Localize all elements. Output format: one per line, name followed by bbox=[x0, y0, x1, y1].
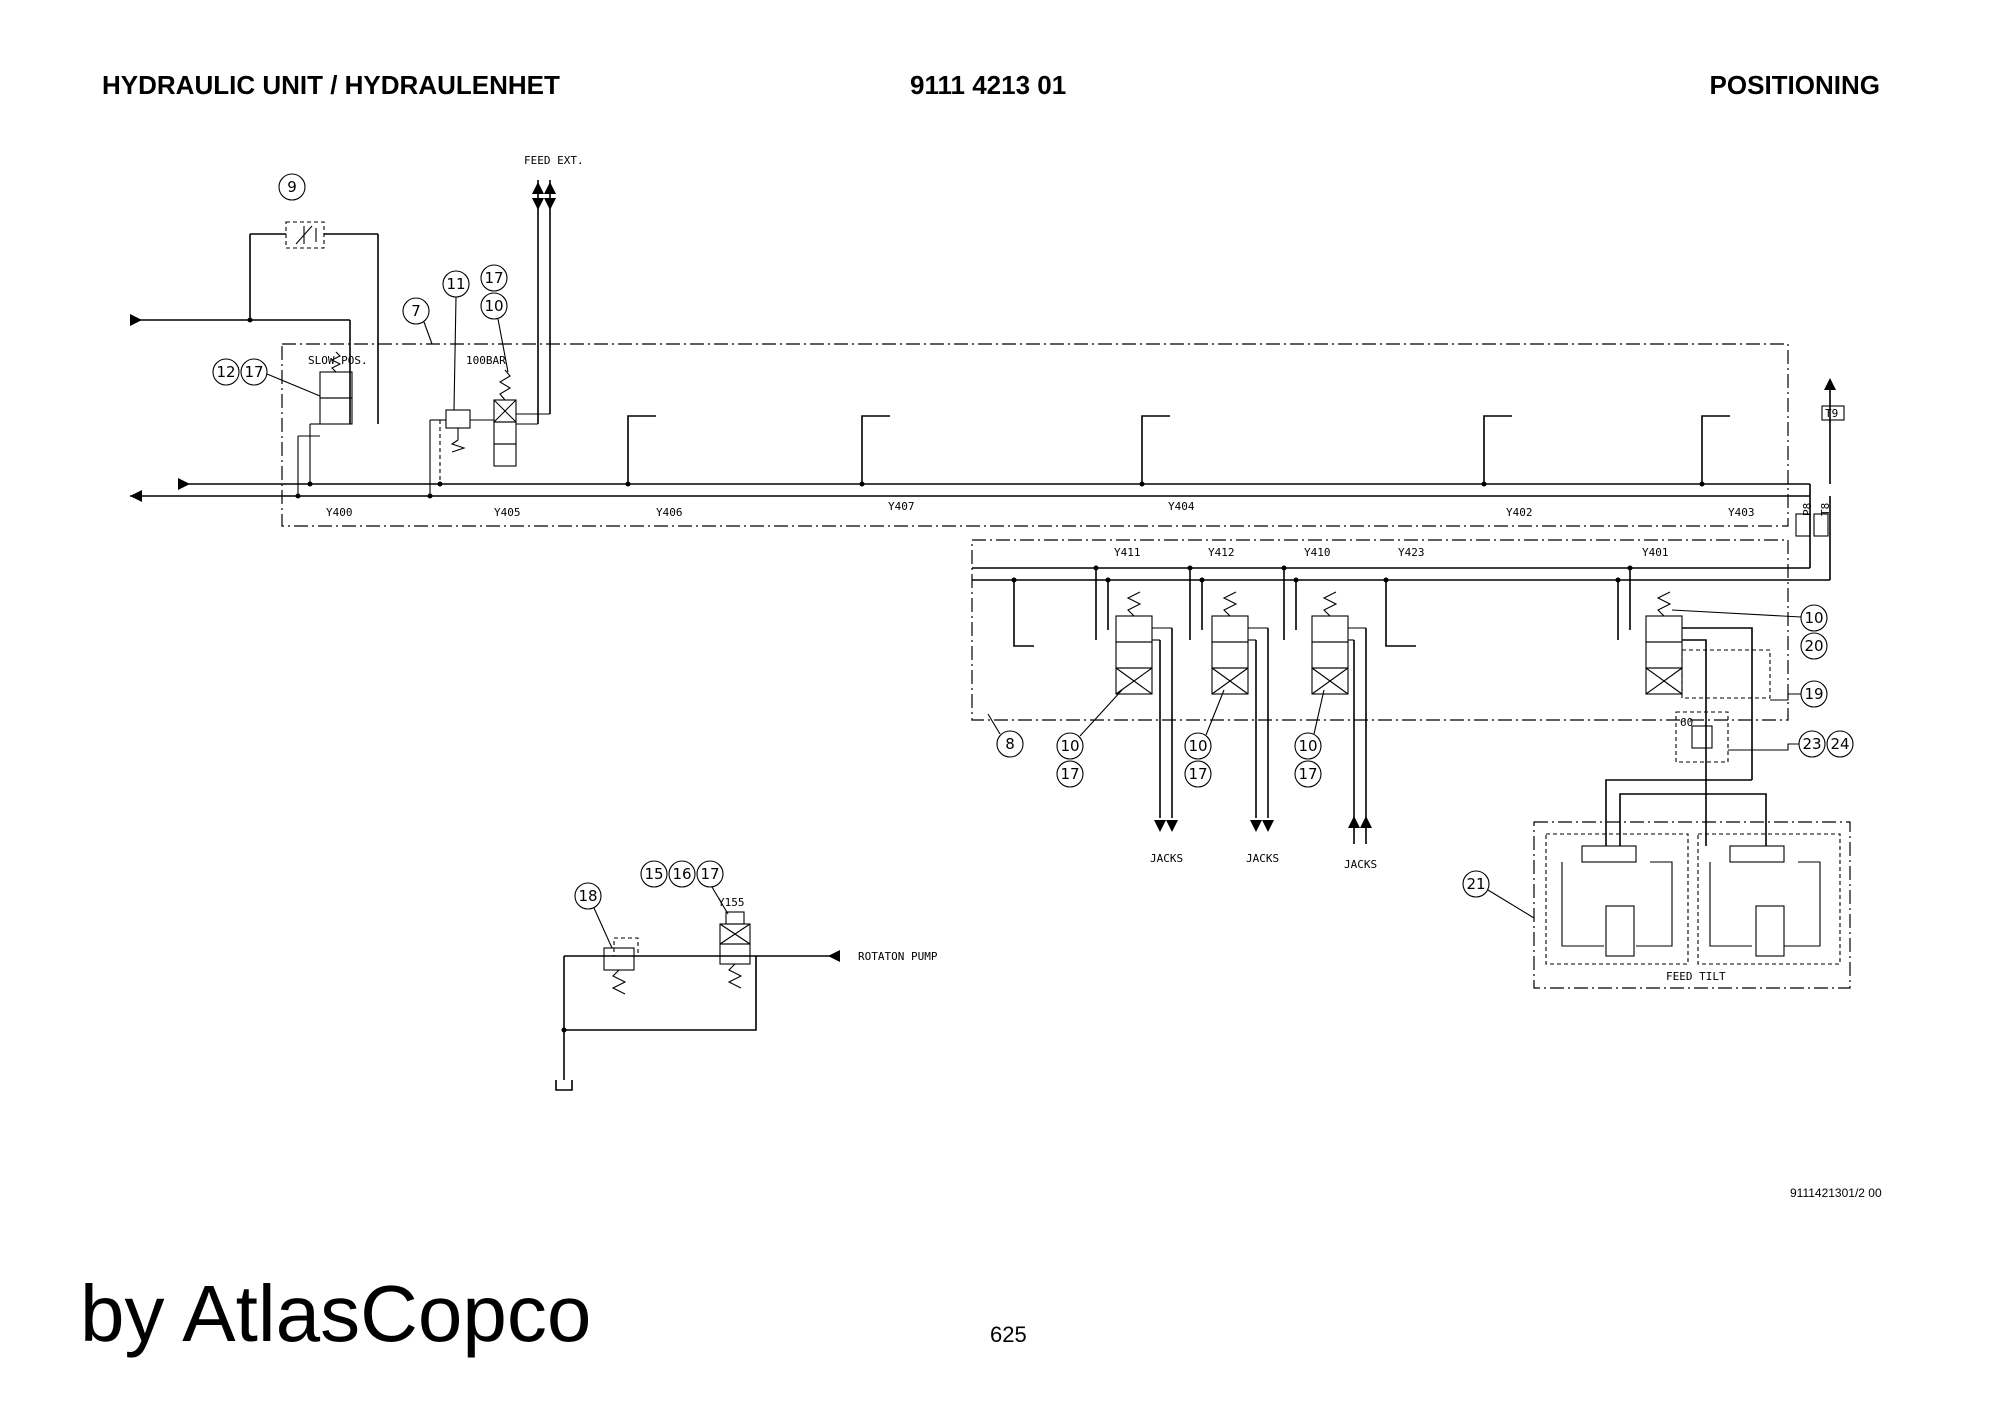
100bar-label: 100BAR bbox=[466, 354, 506, 367]
callout-10-a bbox=[480, 292, 508, 320]
feed-tilt-valve-y401: 60 bbox=[1615, 565, 1771, 780]
callout-18-text: 18 bbox=[578, 887, 597, 905]
callout-17-c-text: 17 bbox=[1060, 765, 1079, 783]
callout-9-text: 9 bbox=[287, 178, 297, 196]
label-y155: Y155 bbox=[718, 896, 745, 909]
callout-16 bbox=[668, 860, 696, 888]
label-y404: Y404 bbox=[1168, 500, 1195, 513]
feed-tilt-label: FEED TILT bbox=[1666, 970, 1726, 983]
callout-10-b bbox=[1056, 732, 1084, 760]
callout-10-d bbox=[1294, 732, 1322, 760]
callout-8-text: 8 bbox=[1005, 735, 1015, 753]
feed-ext-label: FEED EXT. bbox=[524, 154, 584, 167]
callout-15-text: 15 bbox=[644, 865, 663, 883]
callout-21-text: 21 bbox=[1466, 875, 1485, 893]
callout-23-text: 23 bbox=[1802, 735, 1821, 753]
callout-18 bbox=[574, 882, 602, 910]
jacks-label-2: JACKS bbox=[1246, 852, 1279, 865]
callout-10-a-text: 10 bbox=[484, 297, 503, 315]
header-part-number: 9111 4213 01 bbox=[910, 70, 1067, 100]
callout-17-f-text: 17 bbox=[700, 865, 719, 883]
callout-20-text: 20 bbox=[1804, 637, 1823, 655]
label-t9: T9 bbox=[1825, 407, 1838, 420]
valve-block-8-boundary bbox=[971, 539, 1789, 721]
callout-10-b-text: 10 bbox=[1060, 737, 1079, 755]
header-title-right: POSITIONING bbox=[1709, 70, 1880, 100]
callout-10-d-text: 10 bbox=[1298, 737, 1317, 755]
drawing-reference: 9111421301/2 00 bbox=[1790, 1186, 1882, 1200]
callout-17-b bbox=[240, 358, 268, 386]
label-y403: Y403 bbox=[1728, 506, 1755, 519]
callout-10-c bbox=[1184, 732, 1212, 760]
callout-10-c-text: 10 bbox=[1188, 737, 1207, 755]
label-y423: Y423 bbox=[1398, 546, 1425, 559]
callout-10-e bbox=[1800, 604, 1828, 632]
callout-24-text: 24 bbox=[1830, 735, 1849, 753]
plugged-branches-upper bbox=[625, 415, 1730, 487]
label-y402: Y402 bbox=[1506, 506, 1533, 519]
label-y401: Y401 bbox=[1642, 546, 1669, 559]
label-y412: Y412 bbox=[1208, 546, 1235, 559]
callout-19-text: 19 bbox=[1804, 685, 1823, 703]
label-y407: Y407 bbox=[888, 500, 915, 513]
callout-17-e-text: 17 bbox=[1298, 765, 1317, 783]
header-title-left: HYDRAULIC UNIT / HYDRAULENHET bbox=[102, 70, 560, 100]
rotation-pump-circuit bbox=[555, 911, 840, 1091]
label-p8: P8 bbox=[1801, 503, 1814, 516]
feed-tilt-cylinders bbox=[1533, 779, 1851, 989]
brand-text: by AtlasCopco bbox=[80, 1269, 592, 1358]
callout-8 bbox=[996, 730, 1024, 758]
callout-17-d bbox=[1184, 760, 1212, 788]
jacks-arrows bbox=[1154, 816, 1372, 844]
label-y410: Y410 bbox=[1304, 546, 1331, 559]
rotation-pump-label: ROTATON PUMP bbox=[858, 950, 938, 963]
label-y400: Y400 bbox=[326, 506, 353, 519]
callout-16-text: 16 bbox=[672, 865, 691, 883]
lower-block-lines bbox=[972, 544, 1830, 647]
page-number: 625 bbox=[990, 1322, 1027, 1347]
callout-12 bbox=[212, 358, 240, 386]
callout-21 bbox=[1462, 870, 1490, 898]
main-lines bbox=[130, 378, 1836, 580]
throttle-valve-9 bbox=[285, 221, 325, 249]
callout-17-c bbox=[1056, 760, 1084, 788]
jack-valve-y411 bbox=[1093, 565, 1173, 818]
relief-and-feed-valve bbox=[427, 180, 556, 499]
label-y411: Y411 bbox=[1114, 546, 1141, 559]
callout-24 bbox=[1826, 730, 1854, 758]
slow-pos-valve bbox=[295, 351, 353, 499]
label-t8: T8 bbox=[1819, 503, 1832, 516]
callout-17-a-text: 17 bbox=[484, 269, 503, 287]
callout-17-e bbox=[1294, 760, 1322, 788]
callout-15 bbox=[640, 860, 668, 888]
jack-valve-y412 bbox=[1187, 565, 1269, 818]
label-y405: Y405 bbox=[494, 506, 521, 519]
callout-7-text: 7 bbox=[411, 302, 421, 320]
jack-valve-y410 bbox=[1281, 565, 1367, 818]
callout-17-f bbox=[696, 860, 724, 888]
pressure-60-label: 60 bbox=[1680, 716, 1693, 729]
slow-pos-label: SLOW POS. bbox=[308, 354, 368, 367]
inlet-line bbox=[130, 233, 379, 424]
callout-11-text: 11 bbox=[446, 275, 465, 293]
callout-17-a bbox=[480, 264, 508, 292]
callout-17-b-text: 17 bbox=[244, 363, 263, 381]
valve-block-7-boundary bbox=[281, 343, 1789, 527]
callout-12-text: 12 bbox=[216, 363, 235, 381]
callout-7 bbox=[402, 297, 430, 325]
callout-17-d-text: 17 bbox=[1188, 765, 1207, 783]
label-y406: Y406 bbox=[656, 506, 683, 519]
jacks-label-3: JACKS bbox=[1344, 858, 1377, 871]
jacks-label-1: JACKS bbox=[1150, 852, 1183, 865]
callout-10-e-text: 10 bbox=[1804, 609, 1823, 627]
callout-20 bbox=[1800, 632, 1828, 660]
callout-9 bbox=[278, 173, 306, 201]
